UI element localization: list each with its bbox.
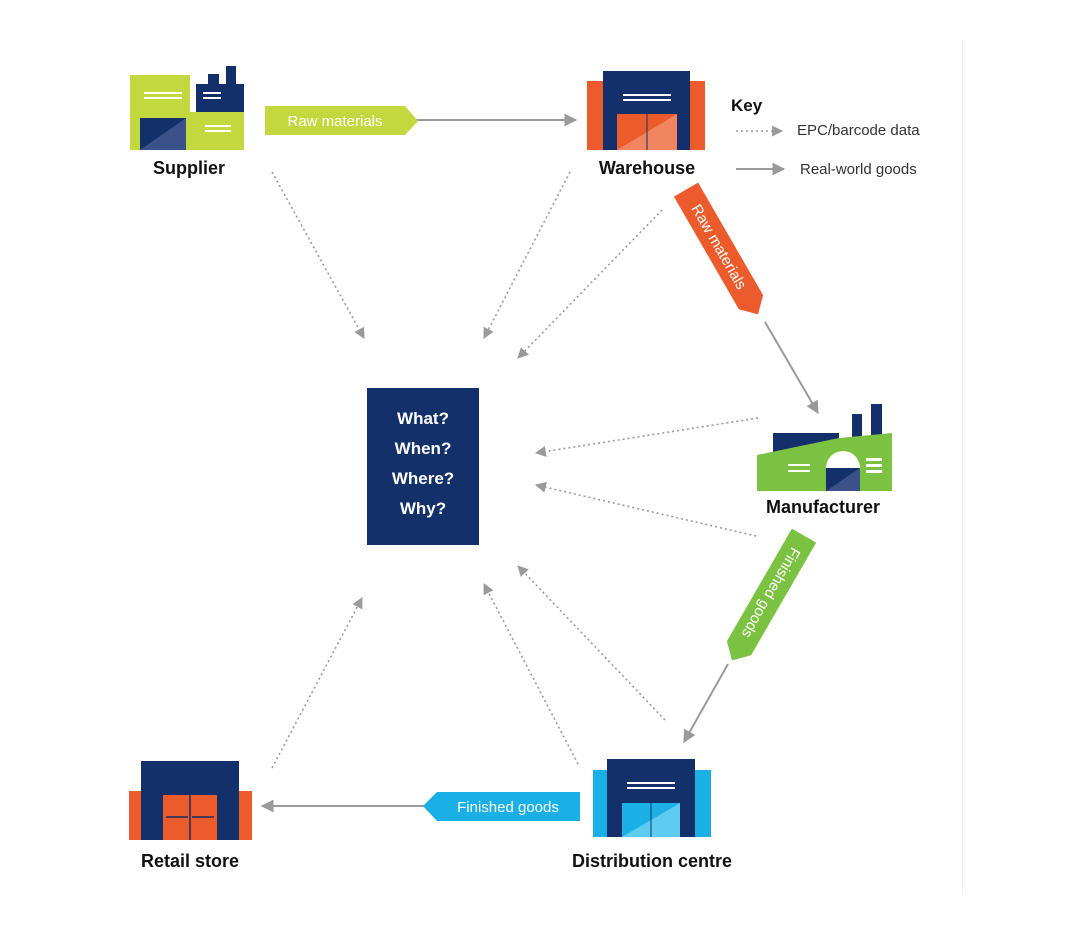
- goods-arrow-warehouse-manufacturer: [764, 321, 819, 415]
- flow-label: Finished goods: [457, 799, 559, 816]
- data-arrow-warehouse-a: [483, 171, 571, 339]
- data-arrow-distribution-a: [517, 565, 666, 721]
- manufacturer-label: Manufacturer: [766, 497, 880, 517]
- data-arrow-supplier: [271, 171, 365, 339]
- data-arrow-warehouse-b: [517, 209, 663, 359]
- supplier-factory-icon: [130, 66, 244, 150]
- data-arrow-manufacturer-b: [534, 481, 757, 537]
- legend-goods-label: Real-world goods: [800, 161, 917, 178]
- manufacturer-factory-icon: [757, 404, 892, 491]
- flow-tag-supplier-warehouse: Raw materials: [265, 106, 418, 135]
- warehouse-node: Warehouse: [587, 71, 705, 178]
- retail-store-icon: [129, 761, 252, 840]
- data-arrow-distribution-b: [483, 583, 579, 765]
- flow-label: Raw materials: [687, 202, 749, 293]
- flow-label: Finished goods: [738, 544, 804, 641]
- distribution-centre-node: Distribution centre: [572, 759, 732, 871]
- question-why: Why?: [400, 499, 446, 518]
- legend-epc-label: EPC/barcode data: [797, 122, 920, 139]
- question-what: What?: [397, 409, 449, 428]
- warehouse-icon: [587, 71, 705, 150]
- epc-data-arrows: [271, 171, 759, 769]
- warehouse-label: Warehouse: [599, 158, 695, 178]
- data-arrow-retail: [271, 597, 363, 769]
- questions-box: What? When? Where? Why?: [367, 388, 479, 545]
- flow-tag-distribution-retail: Finished goods: [423, 792, 580, 821]
- supplier-label: Supplier: [153, 158, 225, 178]
- right-edge-divider: [962, 40, 963, 895]
- data-arrow-manufacturer-a: [534, 417, 759, 457]
- flow-tag-warehouse-manufacturer: Raw materials: [673, 182, 764, 315]
- retail-store-node: Retail store: [129, 761, 252, 871]
- question-when: When?: [395, 439, 452, 458]
- flow-label: Raw materials: [287, 113, 382, 130]
- distribution-centre-icon: [593, 759, 711, 837]
- legend: Key EPC/barcode data Real-world goods: [731, 96, 920, 178]
- goods-arrow-manufacturer-distribution: [683, 663, 729, 744]
- question-where: Where?: [392, 469, 454, 488]
- manufacturer-node: Manufacturer: [757, 404, 892, 517]
- legend-title: Key: [731, 96, 763, 115]
- retail-store-label: Retail store: [141, 851, 239, 871]
- goods-arrows: [260, 113, 819, 813]
- distribution-centre-label: Distribution centre: [572, 851, 732, 871]
- supplier-node: Supplier: [130, 66, 244, 178]
- flow-tag-manufacturer-distribution: Finished goods: [726, 528, 817, 661]
